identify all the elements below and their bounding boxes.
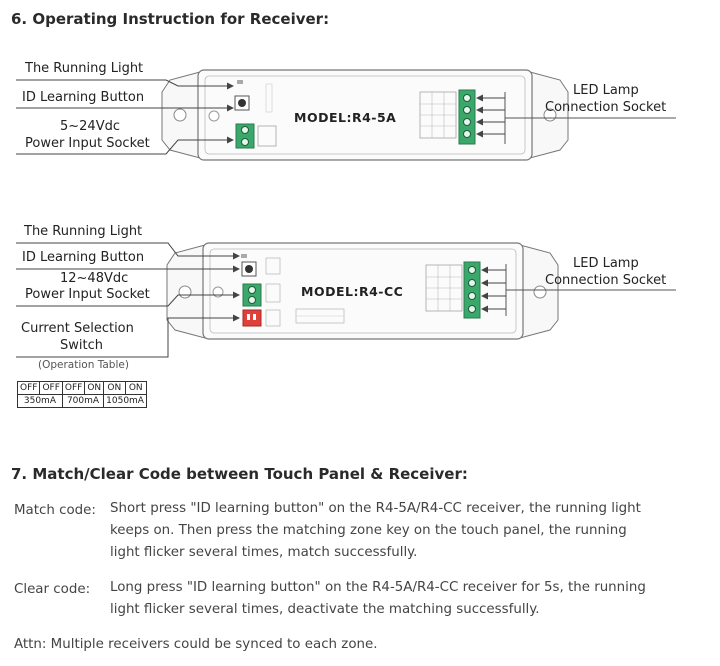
section-6-title: 6. Operating Instruction for Receiver:	[11, 10, 330, 28]
match-line: Short press "ID learning button" on the …	[110, 501, 641, 516]
r4-5a-running-light-label: The Running Light	[25, 61, 144, 76]
current-cell: 1050mA	[103, 394, 147, 408]
match-code-label: Match code:	[14, 503, 96, 518]
r4-cc-voltage-label: 12~48Vdc	[60, 271, 129, 286]
switch-cell: OFF	[16, 381, 41, 395]
match-code-text: Short press "ID learning button" on the …	[110, 498, 710, 564]
r4-5a-model: MODEL:R4-5A	[294, 110, 397, 125]
r4-cc-id-button-label: ID Learning Button	[22, 250, 145, 265]
clear-line: Long press "ID learning button" on the R…	[110, 580, 646, 595]
r4-5a-led-label-2: Connection Socket	[545, 100, 667, 115]
r4-5a-led-label-1: LED Lamp	[573, 83, 639, 98]
current-cell: 700mA	[61, 394, 105, 408]
clear-code-text: Long press "ID learning button" on the R…	[110, 577, 710, 621]
r4-cc-current-switch-label-1: Current Selection	[21, 321, 134, 336]
operation-table: OFF OFF OFF ON ON ON 350mA 700mA 1050mA	[16, 381, 147, 408]
r4-cc-led-label-2: Connection Socket	[545, 273, 667, 288]
switch-cell: ON	[103, 381, 126, 395]
switch-cell: ON	[124, 381, 147, 395]
r4-5a-device	[16, 69, 676, 161]
attn-note: Attn: Multiple receivers could be synced…	[14, 637, 378, 652]
match-line: keeps on. Then press the matching zone k…	[110, 523, 627, 538]
table-row: 350mA 700mA 1050mA	[17, 394, 147, 408]
switch-cell: ON	[84, 381, 105, 395]
r4-cc-running-light-label: The Running Light	[24, 224, 143, 239]
r4-5a-id-button-label: ID Learning Button	[22, 90, 145, 105]
r4-cc-current-switch-label-2: Switch	[60, 338, 103, 353]
r4-cc-led-label-1: LED Lamp	[573, 256, 639, 271]
match-line: light flicker several times, match succe…	[110, 545, 418, 560]
section-7-title: 7. Match/Clear Code between Touch Panel …	[11, 465, 468, 483]
current-cell: 350mA	[17, 394, 63, 408]
clear-code-label: Clear code:	[14, 582, 91, 597]
table-row: OFF OFF OFF ON ON ON	[16, 381, 147, 395]
r4-cc-device	[16, 242, 676, 358]
operation-table-label: (Operation Table)	[38, 359, 129, 371]
r4-cc-model: MODEL:R4-CC	[301, 284, 404, 299]
switch-cell: OFF	[61, 381, 86, 395]
switch-cell: OFF	[39, 381, 63, 395]
r4-5a-power-socket-label: Power Input Socket	[25, 136, 150, 151]
r4-cc-power-socket-label: Power Input Socket	[25, 287, 150, 302]
clear-line: light flicker several times, deactivate …	[110, 602, 540, 617]
r4-5a-voltage-label: 5~24Vdc	[60, 119, 120, 134]
